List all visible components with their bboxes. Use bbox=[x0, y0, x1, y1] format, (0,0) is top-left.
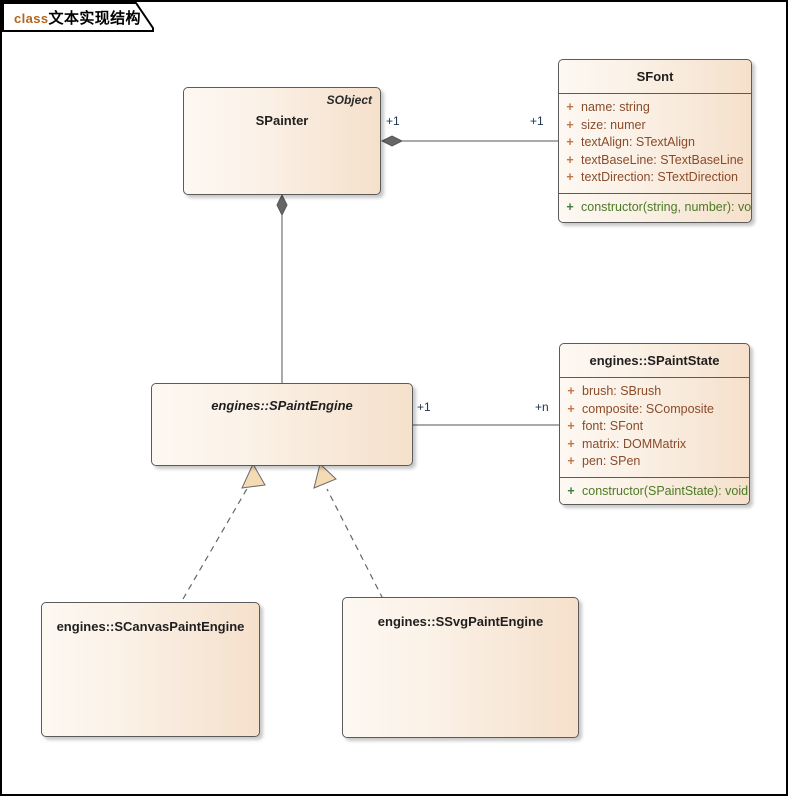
connector-canvas-realization bbox=[182, 486, 249, 600]
member-text: textDirection: STextDirection bbox=[581, 170, 739, 184]
spaintstate-separator-1 bbox=[560, 377, 749, 378]
frame-title-label: 文本实现结构 bbox=[48, 10, 141, 27]
member-text: textBaseLine: STextBaseLine bbox=[581, 152, 744, 167]
spaintstate-attributes: + brush: SBrush + composite: SComposite … bbox=[560, 378, 749, 477]
visibility-marker: + bbox=[567, 483, 575, 498]
member-text: brush: SBrush bbox=[582, 384, 662, 398]
multiplicity-painter-font-target: +1 bbox=[530, 114, 544, 128]
connector-svg-realization bbox=[326, 488, 384, 600]
visibility-marker: + bbox=[566, 117, 574, 132]
multiplicity-engine-state-target: +n bbox=[535, 400, 549, 414]
class-box-ssvgpaintengine[interactable]: engines::SSvgPaintEngine bbox=[342, 597, 579, 738]
sfont-attributes: + name: string + size: numer + textAlign… bbox=[559, 94, 751, 193]
member-text: font: SFont bbox=[582, 419, 644, 433]
frame-title-text: class文本实现结构 bbox=[14, 7, 141, 28]
visibility-marker: + bbox=[566, 199, 574, 214]
sfont-class-name: SFont bbox=[636, 69, 674, 84]
class-box-spaintstate[interactable]: engines::SPaintState + brush: SBrush + c… bbox=[559, 343, 750, 505]
class-box-spaintengine[interactable]: engines::SPaintEngine bbox=[151, 383, 413, 466]
class-box-sfont[interactable]: SFont + name: string + size: numer + tex… bbox=[558, 59, 752, 223]
spaintstate-name-compartment: engines::SPaintState bbox=[560, 344, 749, 377]
composition-diamond-painter-engine bbox=[276, 193, 288, 217]
scanvaspaintengine-name-compartment: engines::SCanvasPaintEngine bbox=[42, 603, 259, 643]
spaintstate-operation-row: + constructor(SPaintState): void bbox=[560, 483, 749, 501]
spaintstate-attribute-row: + font: SFont bbox=[560, 418, 749, 436]
spainter-class-name: SPainter bbox=[255, 113, 309, 128]
spaintstate-attribute-row: + brush: SBrush bbox=[560, 383, 749, 401]
sfont-separator-2 bbox=[559, 192, 751, 194]
visibility-marker: + bbox=[566, 100, 574, 114]
member-text: composite: SComposite bbox=[582, 401, 715, 416]
sfont-attribute-row: + textBaseLine: STextBaseLine bbox=[559, 152, 751, 170]
visibility-marker: + bbox=[566, 170, 574, 184]
class-box-scanvaspaintengine[interactable]: engines::SCanvasPaintEngine bbox=[41, 602, 260, 737]
member-text: pen: SPen bbox=[582, 454, 641, 468]
member-text: constructor(SPaintState): void bbox=[582, 483, 749, 498]
multiplicity-painter-font-source: +1 bbox=[386, 114, 400, 128]
visibility-marker: + bbox=[566, 135, 574, 149]
member-text: size: numer bbox=[581, 117, 646, 132]
ssvgpaintengine-name-compartment: engines::SSvgPaintEngine bbox=[343, 598, 578, 638]
visibility-marker: + bbox=[567, 401, 575, 416]
sfont-separator-1 bbox=[559, 93, 751, 94]
composition-diamond-painter-font bbox=[380, 135, 404, 147]
spaintstate-class-name: engines::SPaintState bbox=[589, 353, 720, 368]
visibility-marker: + bbox=[567, 436, 575, 451]
spaintstate-attribute-row: + pen: SPen bbox=[560, 453, 749, 471]
sfont-attribute-row: + name: string bbox=[559, 99, 751, 117]
sfont-operation-row: + constructor(string, number): void bbox=[559, 199, 751, 217]
class-box-spainter[interactable]: SObject SPainter bbox=[183, 87, 381, 195]
member-text: textAlign: STextAlign bbox=[581, 135, 695, 149]
member-text: constructor(string, number): void bbox=[581, 199, 752, 214]
spaintengine-name-compartment: engines::SPaintEngine bbox=[152, 384, 412, 422]
sfont-attribute-row: + textDirection: STextDirection bbox=[559, 169, 751, 187]
sfont-attribute-row: + size: numer bbox=[559, 117, 751, 135]
realization-arrowhead-canvas bbox=[241, 462, 266, 489]
spaintstate-attribute-row: + composite: SComposite bbox=[560, 401, 749, 419]
ssvgpaintengine-class-name: engines::SSvgPaintEngine bbox=[377, 614, 544, 629]
spaintstate-separator-2 bbox=[560, 476, 749, 478]
visibility-marker: + bbox=[567, 454, 575, 468]
frame-keyword: class bbox=[14, 11, 49, 26]
sfont-name-compartment: SFont bbox=[559, 60, 751, 93]
spainter-name-compartment: SObject SPainter bbox=[184, 88, 380, 137]
realization-arrowhead-svg bbox=[313, 463, 337, 489]
spaintstate-attribute-row: + matrix: DOMMatrix bbox=[560, 436, 749, 454]
visibility-marker: + bbox=[566, 152, 574, 167]
spaintstate-operations: + constructor(SPaintState): void bbox=[560, 478, 749, 505]
frame-title-tab: class文本实现结构 bbox=[2, 2, 154, 32]
frame-tab-shape bbox=[2, 2, 154, 32]
member-text: name: string bbox=[581, 100, 650, 114]
multiplicity-engine-state-source: +1 bbox=[417, 400, 431, 414]
visibility-marker: + bbox=[567, 419, 575, 433]
visibility-marker: + bbox=[567, 384, 575, 398]
member-text: matrix: DOMMatrix bbox=[582, 436, 687, 451]
sfont-operations: + constructor(string, number): void bbox=[559, 194, 751, 223]
sfont-attribute-row: + textAlign: STextAlign bbox=[559, 134, 751, 152]
scanvaspaintengine-class-name: engines::SCanvasPaintEngine bbox=[56, 619, 245, 634]
spaintengine-class-name: engines::SPaintEngine bbox=[211, 398, 353, 413]
spainter-stereotype: SObject bbox=[326, 93, 372, 107]
